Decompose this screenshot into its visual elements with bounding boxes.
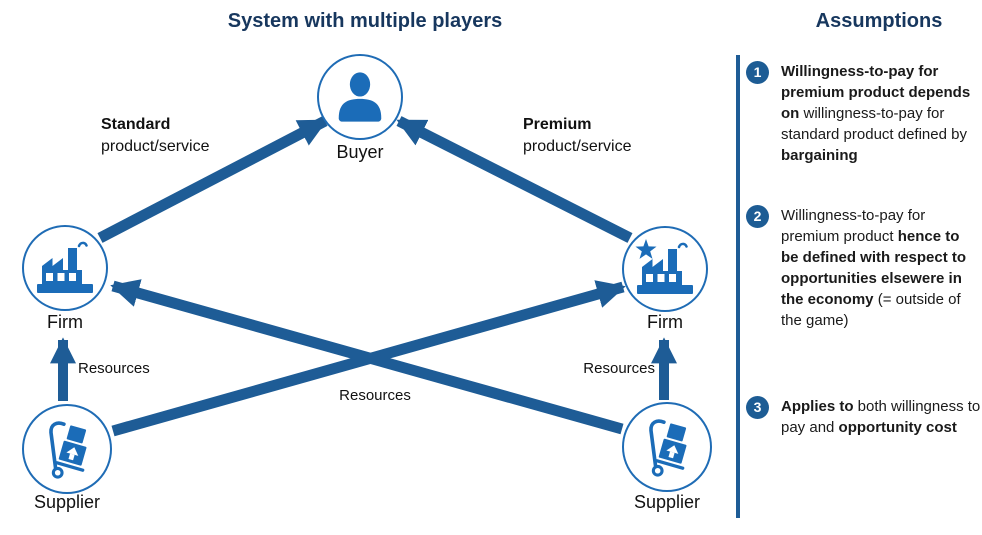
firm-right-label: Firm: [647, 312, 683, 332]
assumption-1-text: Willingness-to-pay for premium product d…: [781, 61, 981, 166]
supplier-right-label: Supplier: [633, 492, 701, 512]
firm-left-label: Firm: [47, 312, 83, 332]
assumption-1-part-3: bargaining: [781, 147, 858, 164]
buyer-label: Buyer: [336, 142, 384, 162]
person-icon: [338, 72, 382, 122]
handtruck-icon: [649, 419, 687, 477]
arrow-firm-right-to-buyer: [396, 116, 633, 243]
assumption-3-part-3: opportunity cost: [838, 419, 957, 436]
diagram-title: System with multiple players: [227, 10, 503, 32]
panel-divider: [736, 55, 740, 518]
assumption-1-number-badge: 1: [746, 61, 769, 84]
assumption-2-number-badge: 2: [746, 205, 769, 228]
resources-label-cross: Resources: [339, 387, 411, 404]
factory-icon: [37, 241, 93, 293]
assumption-2-part-3: (= outside of the game): [781, 291, 961, 329]
assumption-2-text: Willingness-to-pay for premium product h…: [781, 205, 981, 331]
arrow-supplier-right-to-firm-left: [110, 279, 624, 435]
handtruck-icon: [49, 421, 87, 479]
assumption-2-part-2: hence to be defined with respect to oppo…: [781, 228, 967, 308]
standard-product-label-line2: product/service: [101, 138, 210, 155]
factory-star-icon: [635, 239, 693, 294]
resources-label-left: Resources: [78, 360, 150, 377]
premium-product-label-line1: Premium: [523, 116, 592, 133]
node-buyer: [317, 54, 403, 140]
assumption-2-part-1: Willingness-to-pay for premium product: [781, 207, 926, 245]
premium-product-label-line2: product/service: [523, 138, 632, 155]
standard-product-label-line1: Standard: [101, 116, 171, 133]
assumption-item-3: 3 Applies to both willingness to pay and…: [736, 396, 982, 466]
node-firm-right: [622, 226, 708, 312]
assumption-3-text: Applies to both willingness to pay and o…: [781, 396, 981, 438]
assumption-item-1: 1 Willingness-to-pay for premium product…: [736, 61, 982, 191]
node-supplier-left: [22, 404, 112, 494]
assumption-3-part-2: both willingness to pay and: [781, 398, 981, 436]
resources-label-right: Resources: [583, 360, 655, 377]
arrow-firm-left-to-buyer: [97, 116, 328, 243]
assumption-1-part-2: willingness-to-pay for standard product …: [781, 105, 967, 143]
premium-product-label: Premium product/service: [523, 114, 632, 158]
assumptions-title: Assumptions: [815, 10, 943, 32]
assumption-item-2: 2 Willingness-to-pay for premium product…: [736, 205, 982, 380]
assumption-3-number-badge: 3: [746, 396, 769, 419]
assumptions-panel: 1 Willingness-to-pay for premium product…: [736, 0, 982, 535]
supplier-left-label: Supplier: [33, 492, 101, 512]
assumption-3-part-1: Applies to: [781, 398, 854, 415]
node-supplier-right: [622, 402, 712, 492]
standard-product-label: Standard product/service: [101, 114, 210, 158]
node-firm-left: [22, 225, 108, 311]
assumption-1-part-1: Willingness-to-pay for premium product d…: [781, 63, 971, 122]
